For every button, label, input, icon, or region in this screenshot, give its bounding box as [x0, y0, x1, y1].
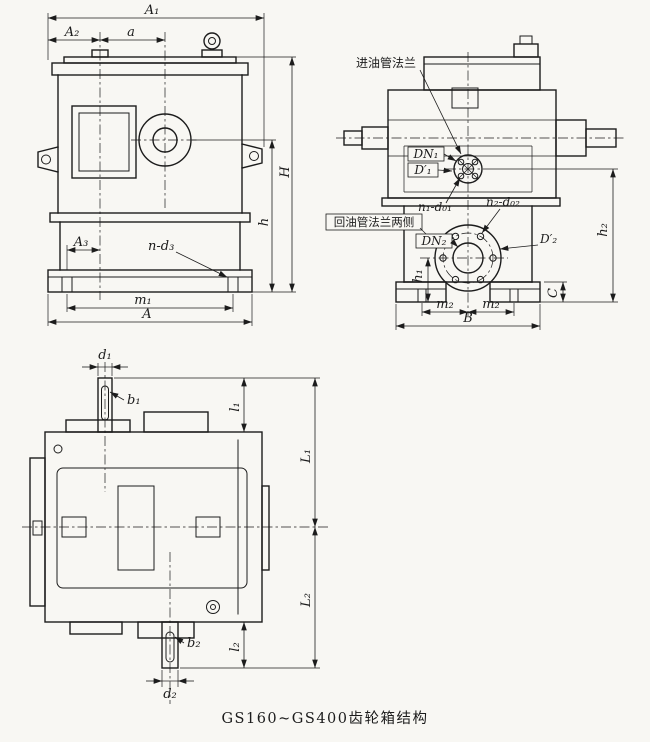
dim-label-L1: L₁	[299, 449, 314, 464]
dim-label-b1: b₁	[127, 393, 141, 408]
dim-label-A1: A₁	[144, 3, 160, 18]
label-DN2: DN₂	[421, 234, 447, 248]
left-lug	[37, 146, 59, 173]
front-view-centerlines	[99, 32, 199, 300]
front-view-dimensions: A₁ A₂ a A₃ n-d₃ m₁ A H h	[47, 3, 296, 326]
label-n1-d01: n₁-d₀₁	[418, 200, 452, 214]
top-view: d₁ b₁ l₁ L₁ L₂ b₂ l₂ d₂	[22, 348, 330, 704]
top-view-centerlines	[22, 362, 330, 704]
side-view-dimensions: h₂ h₁ C m₂ m₂ B	[395, 168, 618, 330]
dim-label-d2: d₂	[163, 687, 177, 702]
dim-label-m2-left: m₂	[436, 297, 454, 312]
label-D1-prime: D′₁	[413, 163, 431, 177]
label-D2-prime: D′₂	[539, 232, 557, 246]
dim-label-H: H	[278, 166, 293, 179]
dim-label-b2: b₂	[187, 636, 201, 651]
dim-label-C: C	[546, 288, 561, 298]
oil-return-label-box	[325, 213, 423, 231]
parting-flange-side	[381, 197, 561, 207]
label-n2-d02: n₂-d₀₂	[486, 195, 520, 209]
parting-flange	[49, 212, 251, 223]
side-view-callouts: 进油管法兰 DN₁ D′₁ n₁-d₀₁ n₂-d₀₂ 回油管法兰两侧 DN₂ …	[325, 55, 557, 251]
front-view: A₁ A₂ a A₃ n-d₃ m₁ A H h	[37, 3, 296, 326]
dim-label-h2: h₂	[596, 223, 611, 237]
dim-label-B: B	[462, 311, 473, 326]
label-oil-inlet-flange: 进油管法兰	[356, 55, 416, 70]
dim-label-A3: A₃	[73, 235, 89, 250]
eyebolt-ring	[203, 32, 221, 50]
dim-label-l2: l₂	[228, 642, 243, 651]
label-oil-return-flange: 回油管法兰两侧	[334, 215, 415, 229]
top-view-outline	[29, 377, 270, 669]
dim-label-A2: A₂	[64, 25, 80, 40]
dim-label-a: a	[127, 25, 135, 40]
right-lug	[241, 143, 263, 169]
top-view-dimensions: d₁ b₁ l₁ L₁ L₂ b₂ l₂ d₂	[82, 348, 320, 702]
dim-label-n-d3: n-d₃	[148, 239, 174, 254]
dim-label-h: h	[257, 218, 272, 226]
dim-label-m1: m₁	[134, 293, 152, 308]
inspection-window	[71, 105, 137, 179]
dim-label-d1: d₁	[98, 348, 112, 363]
side-view: 进油管法兰 DN₁ D′₁ n₁-d₀₁ n₂-d₀₂ 回油管法兰两侧 DN₂ …	[325, 35, 626, 330]
left-foot	[395, 281, 447, 303]
label-DN1: DN₁	[413, 147, 439, 161]
dim-label-h1: h₁	[411, 269, 426, 283]
dim-label-m2-right: m₂	[482, 297, 500, 312]
side-view-centerlines	[336, 52, 626, 316]
side-bracket	[29, 457, 46, 607]
breather-vent	[513, 43, 539, 58]
figure-caption: GS160~GS400齿轮箱结构	[221, 710, 428, 727]
dim-label-l1: l₁	[228, 402, 243, 411]
dim-label-A: A	[141, 307, 151, 322]
top-cover	[423, 56, 541, 91]
eyebolt-base	[201, 49, 223, 58]
right-foot	[489, 281, 541, 303]
dim-label-L2: L₂	[299, 593, 314, 608]
base-flange	[47, 269, 253, 293]
